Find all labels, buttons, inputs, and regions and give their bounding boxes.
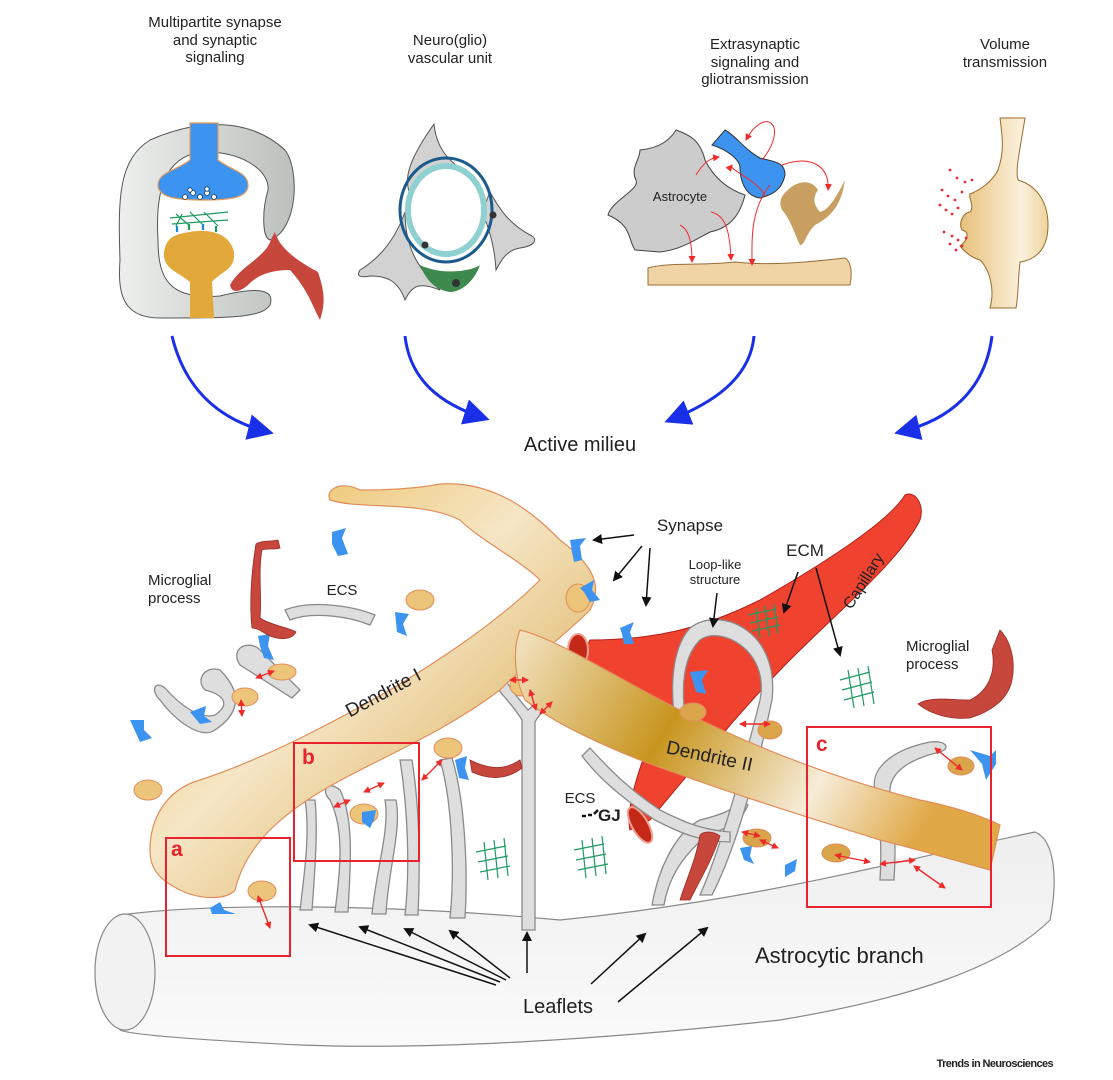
microglial-process-small [230, 232, 324, 320]
microglial-process-left-label: Microglial process [148, 572, 212, 607]
presynaptic-blue [711, 129, 786, 199]
panel-volume-illustration [938, 117, 1049, 309]
gap-junction-label: GJ [598, 806, 621, 825]
astrocytic-branch [119, 831, 1055, 1047]
leaflets-label: Leaflets [522, 996, 594, 1018]
box-b-label: b [302, 746, 315, 769]
panel-extrasynaptic-illustration [607, 121, 852, 286]
microglial-processes [250, 539, 1014, 901]
gliotransmission-arrows [679, 121, 832, 266]
flow-arrows [170, 335, 994, 440]
ecm-mesh [169, 211, 229, 227]
journal-credit: Trends in Neurosciences [936, 1058, 1054, 1070]
active-milieu-label: Active milieu [523, 434, 637, 456]
interaction-arrows [237, 669, 963, 929]
postsynaptic-tan [780, 180, 845, 245]
dendrite-one [149, 483, 597, 899]
ecs-top-label: ECS [326, 582, 358, 599]
panel-neurovascular-illustration [357, 122, 536, 302]
ecs-mid-label: ECS [564, 790, 596, 807]
main-illustration [94, 483, 1055, 1047]
box-c [806, 726, 992, 908]
panel-multipartite-illustration [118, 122, 324, 320]
gap-junction-marker [582, 809, 599, 818]
ecm-meshes [475, 603, 875, 881]
endothelial-ring [405, 163, 487, 257]
vesicles [182, 186, 217, 200]
postsynaptic-spine [163, 230, 235, 318]
box-a [165, 837, 291, 957]
astrocyte-leaflets [153, 603, 947, 931]
transmitter-particles [938, 168, 974, 252]
astrocyte-process-shape [118, 124, 295, 319]
flow-arrow-4 [894, 335, 994, 440]
flow-arrow-2 [403, 335, 490, 425]
flow-arrow-3 [664, 335, 756, 425]
receptors [175, 224, 218, 232]
ecm-label: ECM [786, 541, 824, 560]
panel-title-multipartite: Multipartite synapse and synaptic signal… [148, 14, 282, 67]
synapses [130, 528, 996, 914]
box-a-label: a [171, 838, 183, 861]
basement-membrane [398, 156, 494, 264]
synapse-label: Synapse [656, 516, 724, 535]
loop-structure-label: Loop-like structure [688, 557, 742, 588]
neuron-surface [647, 257, 852, 286]
microglial-process-right-label: Microglial process [906, 638, 970, 673]
astrocyte-label: Astrocyte [652, 189, 708, 204]
box-b [293, 742, 420, 862]
panel-title-extrasynaptic: Extrasynaptic signaling and gliotransmis… [701, 36, 809, 89]
astrocyte-shape [607, 129, 746, 253]
box-c-label: c [816, 733, 828, 756]
astrocytic-branch-label: Astrocytic branch [755, 943, 924, 968]
flow-arrow-1 [170, 335, 274, 440]
pericyte [420, 265, 480, 292]
panel-title-neurovascular: Neuro(glio) vascular unit [407, 32, 493, 67]
varicosity-axon [959, 117, 1049, 309]
presynaptic-terminal [157, 122, 249, 201]
branch-end-cap [94, 913, 156, 1031]
panel-title-volume: Volume transmission [962, 36, 1048, 71]
label-arrows [308, 534, 843, 1003]
